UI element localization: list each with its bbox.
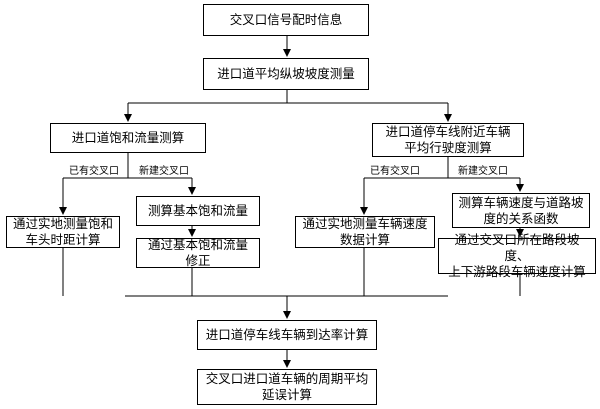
box-segment-calculation: 通过交叉口所在路段坡度、上下游路段车辆速度计算 bbox=[438, 232, 596, 279]
box-measure-speed: 通过实地测量车辆速度数据计算 bbox=[295, 216, 435, 248]
box-measure-headway: 通过实地测量饱和车头时距计算 bbox=[6, 216, 120, 248]
box-signal-timing: 交叉口信号配时信息 bbox=[203, 4, 369, 36]
box-basic-correction: 通过基本饱和流量修正 bbox=[136, 237, 260, 268]
branch-label-left-new: 新建交叉口 bbox=[139, 166, 189, 177]
branch-label-right-existing: 已有交叉口 bbox=[370, 166, 420, 177]
box-average-delay: 交叉口进口道车辆的周期平均延误计算 bbox=[197, 369, 377, 405]
box-speed-slope-function: 测算车辆速度与道路坡度的关系函数 bbox=[452, 193, 590, 228]
branch-label-left-existing: 已有交叉口 bbox=[69, 166, 119, 177]
branch-label-right-new: 新建交叉口 bbox=[458, 166, 508, 177]
box-arrival-rate: 进口道停车线车辆到达率计算 bbox=[197, 320, 377, 350]
box-saturation-flow: 进口道饱和流量测算 bbox=[50, 123, 206, 153]
box-basic-saturation: 测算基本饱和流量 bbox=[136, 196, 260, 226]
box-vehicle-speed: 进口道停车线附近车辆平均行驶度测算 bbox=[372, 123, 524, 157]
box-avg-slope: 进口道平均纵坡坡度测量 bbox=[203, 58, 369, 90]
